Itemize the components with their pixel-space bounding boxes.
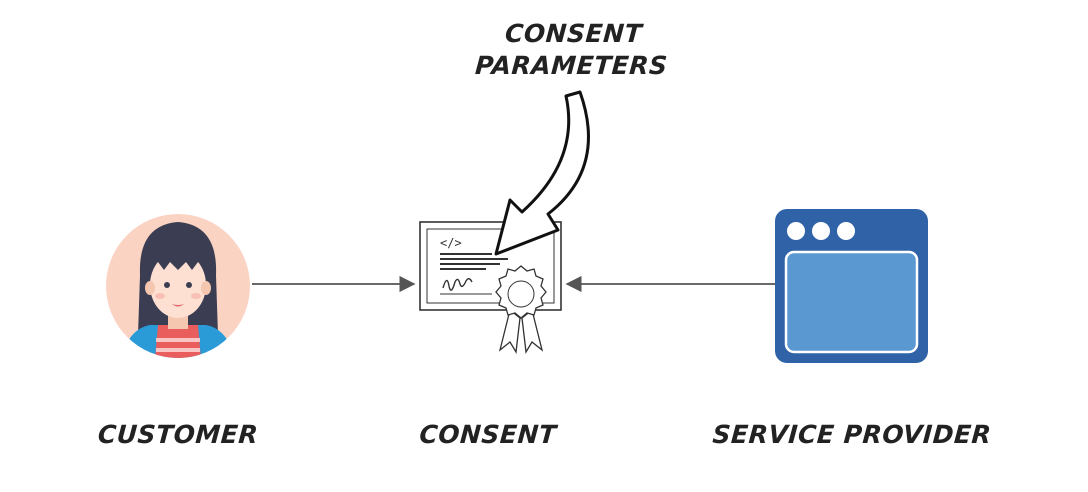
browser-window-icon	[775, 209, 928, 363]
certificate-icon: </>	[419, 221, 562, 354]
consent-parameters-label: CONSENT PARAMETERS	[468, 18, 677, 82]
code-glyph: </>	[440, 236, 462, 250]
parameters-curved-arrow	[494, 90, 590, 256]
consent-parameters-line1: CONSENT	[504, 19, 644, 48]
customer-label: CUSTOMER	[96, 420, 260, 449]
service-provider-label: SERVICE PROVIDER	[711, 420, 993, 449]
woman-avatar-icon	[106, 214, 250, 358]
consent-label: CONSENT	[418, 420, 558, 449]
consent-parameters-line2: PARAMETERS	[474, 51, 669, 80]
